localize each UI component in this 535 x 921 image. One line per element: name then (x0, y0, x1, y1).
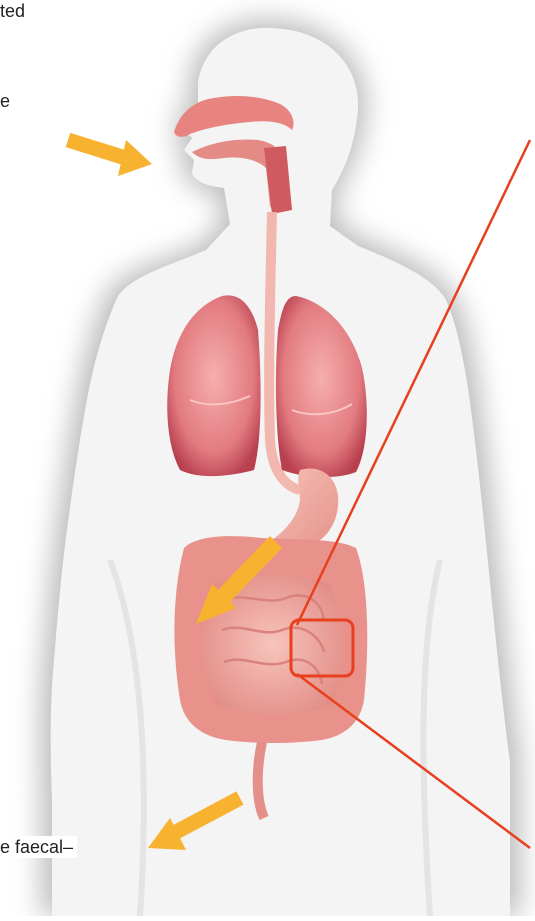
inflow-arrow-icon (68, 140, 152, 176)
caption-fragment-bottom: e faecal– (0, 836, 77, 858)
caption-fragment-top: ted (0, 0, 25, 22)
caption-fragment-middle: e (0, 90, 10, 112)
